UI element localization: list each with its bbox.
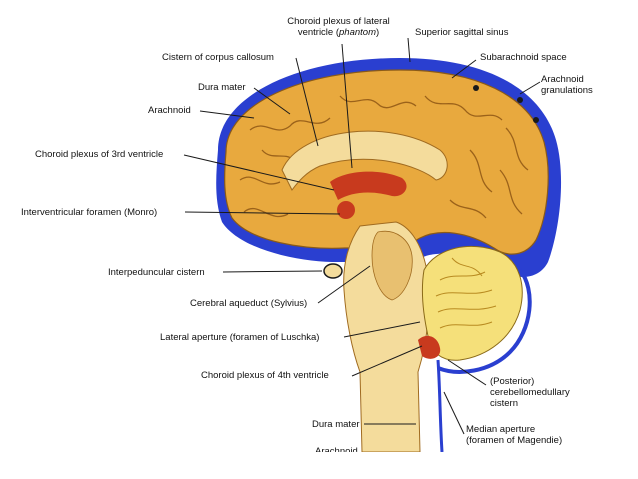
label-choroid-plexus-4th: Choroid plexus of 4th ventricle [201,370,329,381]
label-cerebral-aqueduct: Cerebral aqueduct (Sylvius) [190,298,308,309]
label-dura-mater-bottom: Dura mater [312,419,360,430]
leader-lines [183,37,541,435]
label-line: cerebellomedullary [490,387,570,398]
midbrain [371,230,413,301]
label-subarachnoid-space: Subarachnoid space [480,52,567,63]
label-arachnoid-granulations: Arachnoid granulations [541,74,593,96]
choroid-foramen-blob [337,201,355,219]
label-median-aperture: Median aperture (foramen of Magendie) [466,424,562,446]
label-interventricular-foramen: Interventricular foramen (Monro) [21,207,158,218]
label-choroid-plexus-lateral: Choroid plexus of lateral ventricle (pha… [266,16,411,38]
label-line: Median aperture [466,424,536,435]
label-superior-sagittal-sinus: Superior sagittal sinus [415,27,509,38]
label-line: granulations [541,85,593,96]
posterior-cistern-blue [437,268,532,374]
choroid-plexus-4th [418,335,441,359]
corpus-callosum [281,130,448,191]
label-line: (Posterior) [490,376,535,387]
label-part: ) [376,27,380,38]
label-lateral-aperture: Lateral aperture (foramen of Luschka) [160,332,320,343]
label-line: Choroid plexus of lateral [287,16,390,27]
gyri-lines [239,95,529,219]
label-part: ventricle ( [297,27,340,38]
label-posterior-cerebellomedullary-cistern: (Posterior) cerebellomedullary cistern [490,376,570,409]
label-interpeduncular-cistern: Interpeduncular cistern [108,267,205,278]
label-cistern-corpus-callosum: Cistern of corpus callosum [162,52,274,63]
label-line: cistern [490,398,518,409]
cerebellum [421,245,523,361]
label-line: ventricle (phantom) [266,27,411,38]
choroid-plexus-3rd [330,171,407,200]
label-choroid-plexus-3rd: Choroid plexus of 3rd ventricle [35,149,164,160]
central-canal [436,359,444,452]
cerebellum-folia [435,257,497,329]
label-line: Arachnoid [541,74,584,85]
label-arachnoid-bottom-cropped: Arachnoid [315,446,358,452]
interpeduncular-cistern-shape [323,263,343,279]
label-dura-mater-top: Dura mater [198,82,246,93]
label-arachnoid-top: Arachnoid [148,105,191,116]
label-part-italic: phantom [339,27,376,38]
label-line: (foramen of Magendie) [466,435,563,446]
granulation-bumps [473,85,539,123]
